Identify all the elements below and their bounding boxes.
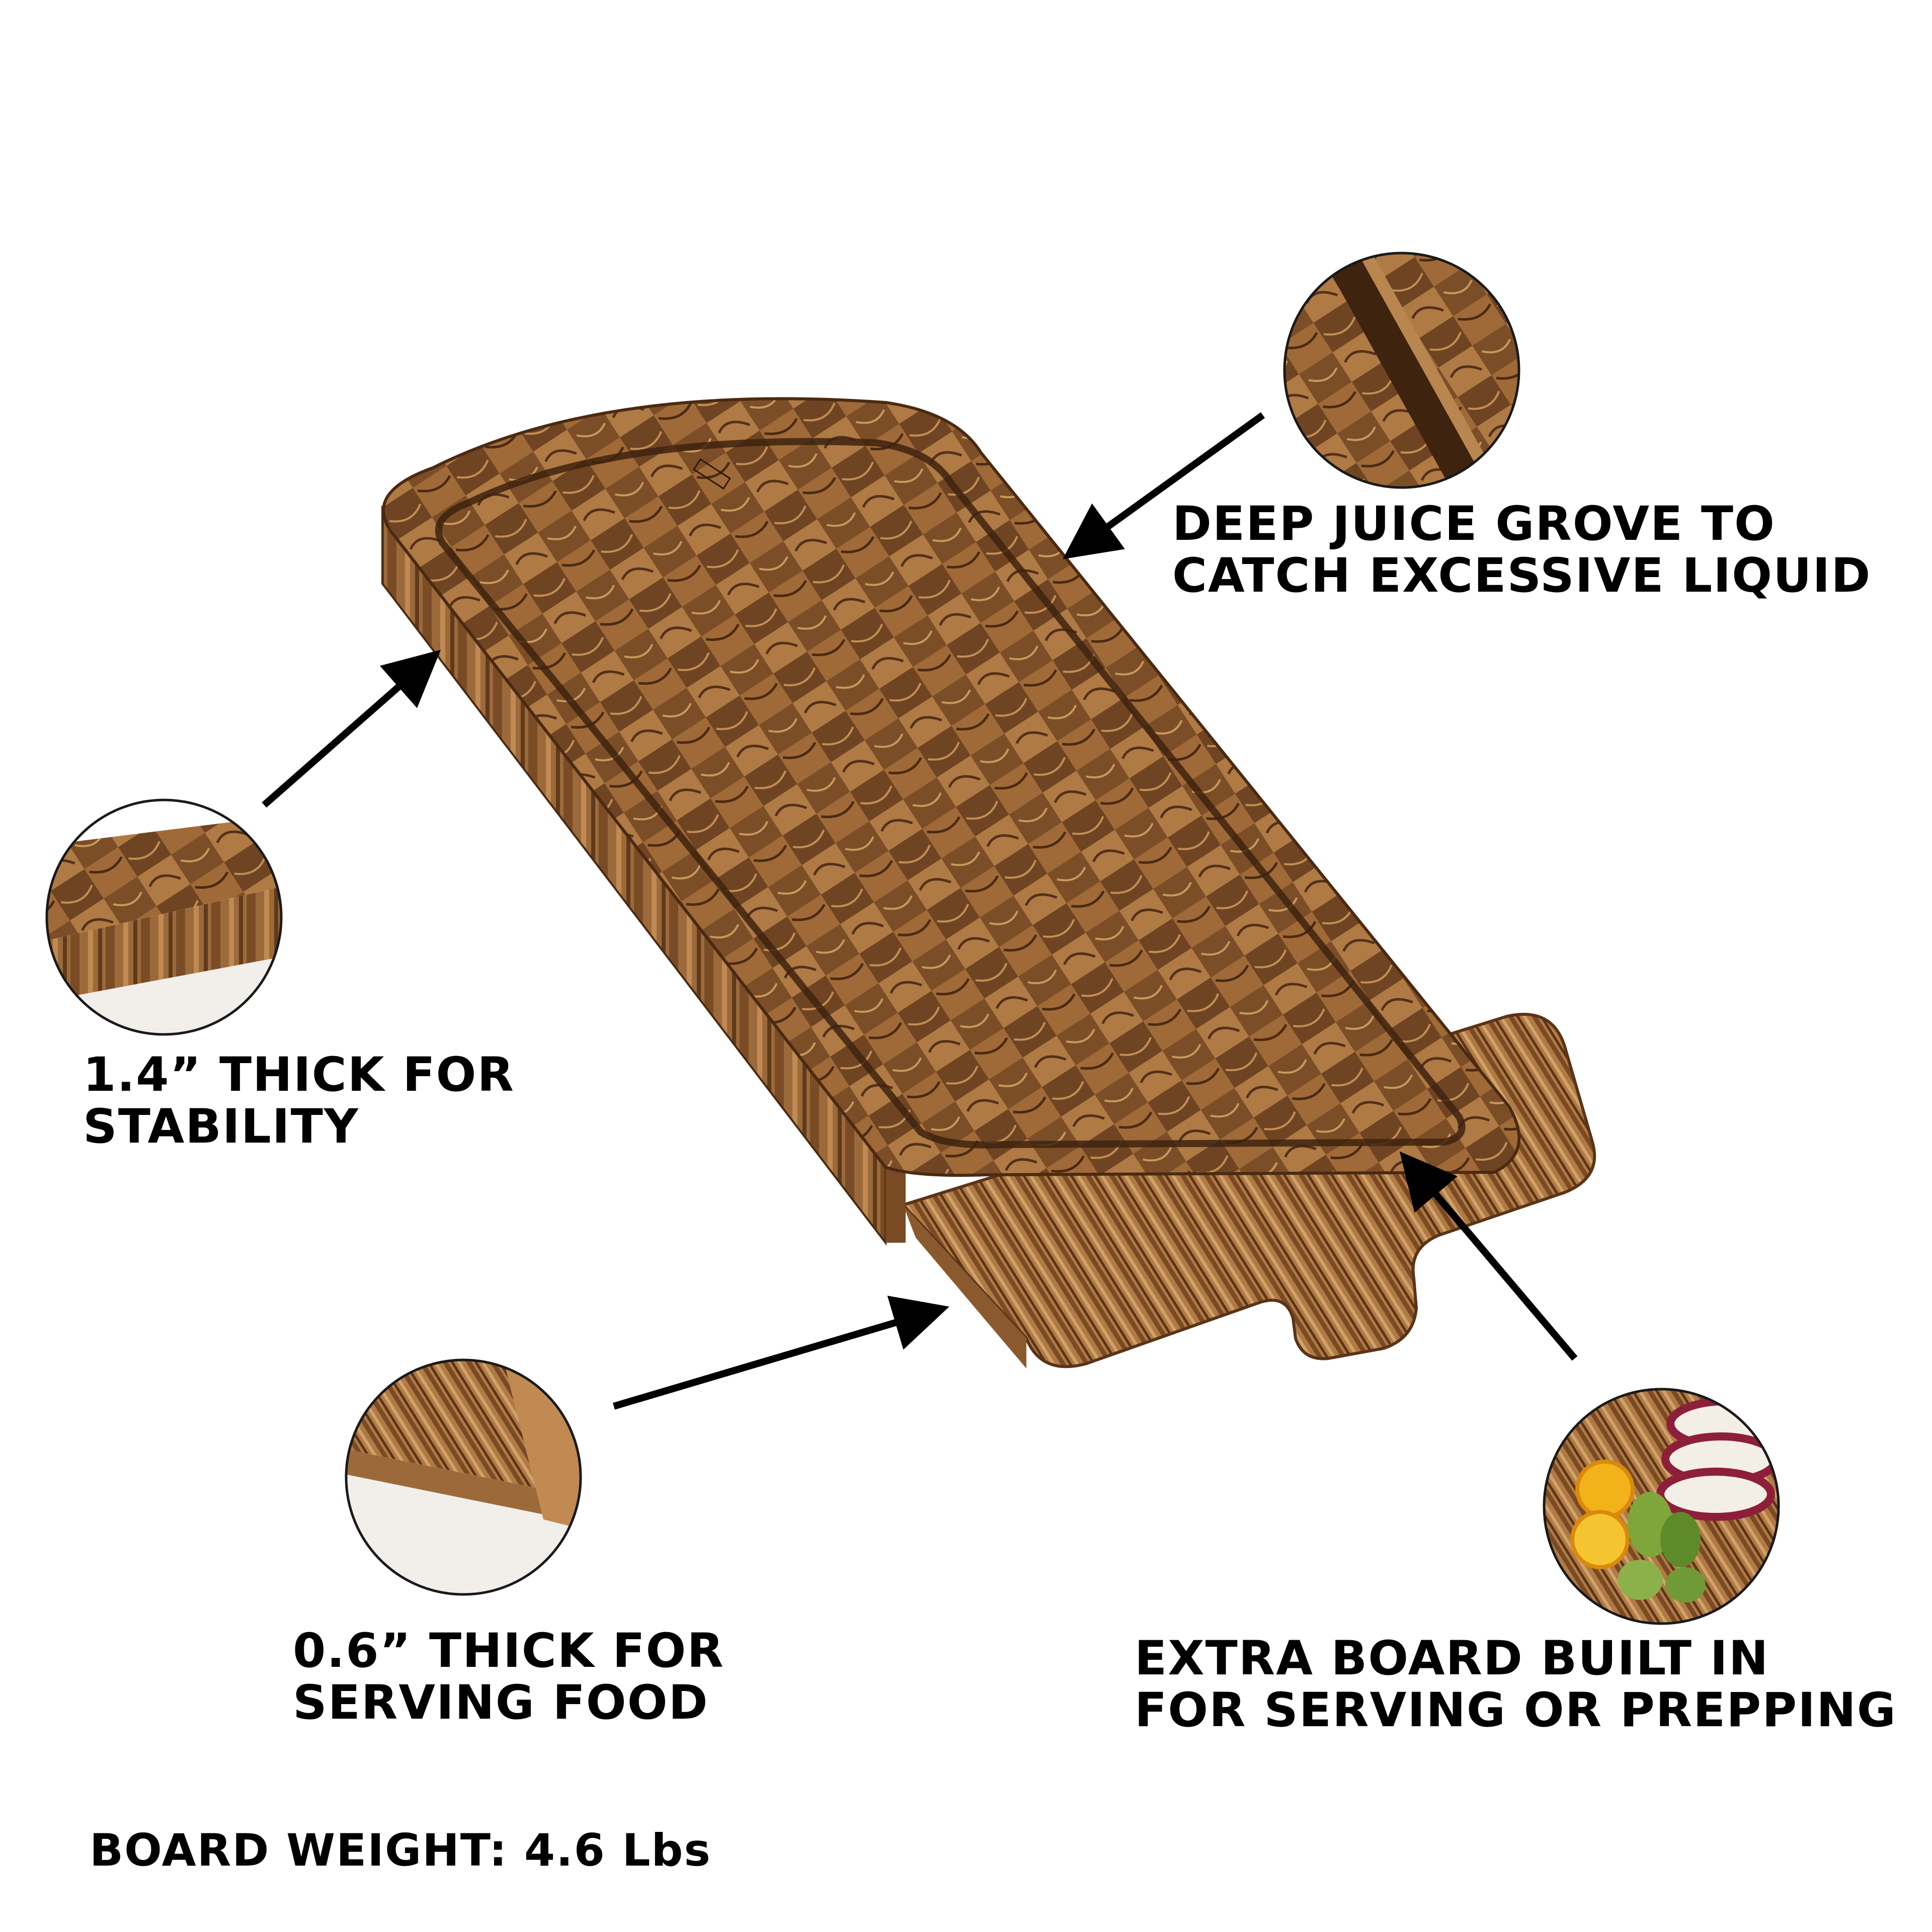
caption-main-thickness: 1.4” THICK FOR STABILITY bbox=[83, 1049, 515, 1153]
caption-line: 1.4” THICK FOR bbox=[83, 1048, 515, 1102]
caption-line: 0.6” THICK FOR bbox=[293, 1624, 725, 1678]
caption-line: BOARD WEIGHT: 4.6 Lbs bbox=[90, 1824, 711, 1876]
arrow-icon bbox=[1399, 1151, 1578, 1361]
arrow-icon bbox=[613, 1296, 949, 1410]
caption-line: STABILITY bbox=[83, 1099, 359, 1155]
caption-line: DEEP JUICE GROVE TO bbox=[1172, 497, 1776, 551]
caption-extra-board: EXTRA BOARD BUILT IN FOR SERVING OR PREP… bbox=[1135, 1633, 1897, 1737]
detail-circle-edge bbox=[45, 798, 283, 1036]
caption-line: FOR SERVING OR PREPPING bbox=[1135, 1683, 1897, 1738]
detail-circle-serving-edge bbox=[345, 1358, 582, 1596]
caption-serving-thickness: 0.6” THICK FOR SERVING FOOD bbox=[293, 1625, 725, 1729]
detail-circle-groove bbox=[1283, 252, 1520, 489]
callout-arrows bbox=[262, 412, 1578, 1410]
arrow-icon bbox=[1063, 412, 1265, 559]
main-board-top bbox=[382, 397, 1521, 1177]
caption-line: SERVING FOOD bbox=[293, 1675, 709, 1731]
board-weight-label: BOARD WEIGHT: 4.6 Lbs bbox=[90, 1826, 711, 1875]
caption-juice-groove: DEEP JUICE GROVE TO CATCH EXCESSIVE LIQU… bbox=[1172, 498, 1871, 602]
caption-line: CATCH EXCESSIVE LIQUID bbox=[1172, 548, 1872, 604]
caption-line: EXTRA BOARD BUILT IN bbox=[1135, 1631, 1769, 1686]
arrow-icon bbox=[262, 650, 441, 808]
detail-circle-food bbox=[1543, 1388, 1780, 1625]
